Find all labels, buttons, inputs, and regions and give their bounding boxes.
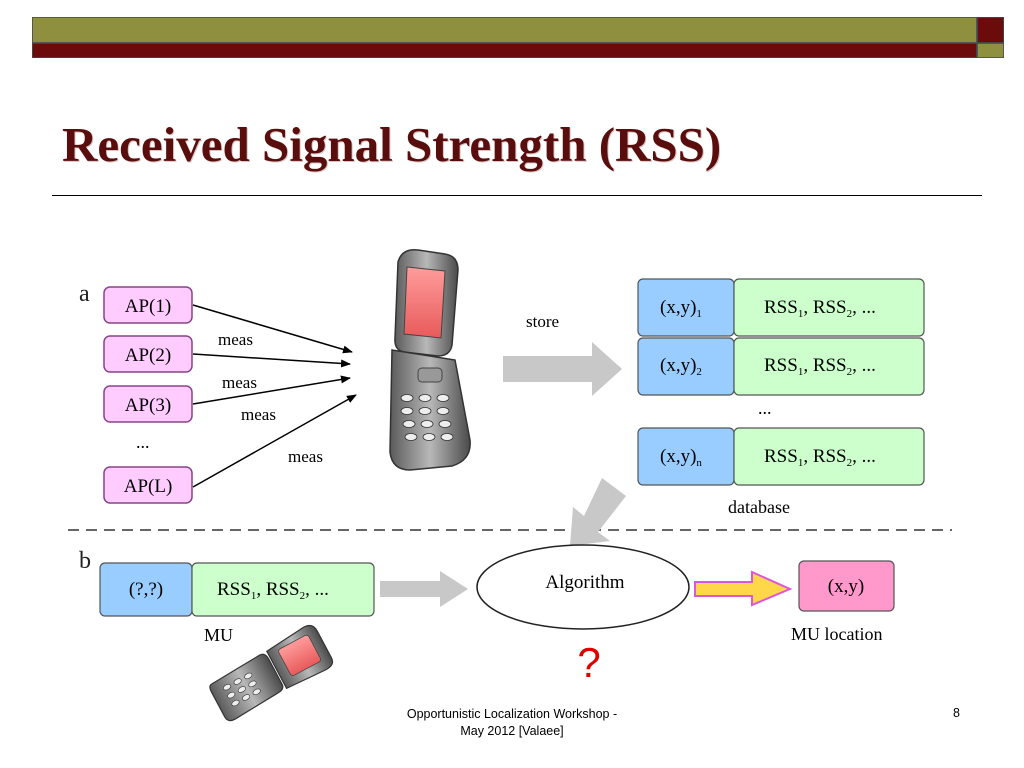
mu-rss: RSS1, RSS2, ... — [217, 579, 329, 602]
question-mark: ? — [577, 639, 600, 686]
database-row: (x,y)1 RSS1, RSS2, ... — [637, 278, 925, 337]
panel-b-label: b — [79, 548, 91, 574]
algorithm-output-arrow — [694, 570, 793, 607]
database-rss: RSS1, RSS2, ... — [764, 355, 876, 378]
page-number: 8 — [953, 706, 960, 720]
database-rss: RSS1, RSS2, ... — [764, 446, 876, 469]
meas-label: meas — [222, 373, 257, 392]
mobile-phone-icon — [209, 624, 334, 722]
mobile-phone-icon — [389, 249, 471, 471]
header-band-maroon — [32, 43, 977, 58]
access-point-box: AP(3) — [103, 385, 193, 423]
database-label: database — [728, 497, 790, 517]
database-ellipsis: ... — [758, 398, 772, 418]
database-row: (x,y)2 RSS1, RSS2, ... — [637, 337, 925, 396]
access-point-label: AP(3) — [125, 395, 171, 416]
slide-title: Received Signal Strength (RSS) — [62, 117, 722, 172]
store-label: store — [526, 312, 559, 331]
access-point-label: AP(L) — [124, 476, 173, 497]
footer-line: May 2012 [Valaee] — [460, 724, 564, 738]
panel-a-label: a — [79, 281, 90, 307]
access-point-label: AP(1) — [125, 296, 171, 317]
mu-location-label: MU location — [791, 624, 883, 644]
mu-to-algorithm-arrow — [380, 571, 468, 607]
database-to-algorithm-arrow — [570, 478, 626, 546]
slide-footer: Opportunistic Localization Workshop - Ma… — [380, 706, 644, 740]
result-location-value: (x,y) — [828, 576, 864, 597]
database-position: (x,y)n — [660, 446, 702, 469]
mu-measurement-row: (?,?) RSS1, RSS2, ... — [99, 562, 375, 617]
measurement-arrow — [192, 304, 353, 354]
algorithm-node: Algorithm — [476, 544, 690, 630]
access-point-label: AP(2) — [125, 345, 171, 366]
access-point-box: AP(1) — [103, 286, 193, 324]
result-location-box: (x,y) — [798, 560, 895, 612]
header-corner-square-olive — [977, 43, 1004, 58]
footer-line: Opportunistic Localization Workshop - — [406, 707, 618, 721]
meas-label: meas — [218, 330, 253, 349]
algorithm-label: Algorithm — [545, 572, 624, 593]
database-position: (x,y)1 — [660, 297, 702, 320]
mu-position: (?,?) — [129, 579, 163, 600]
header-band-olive — [32, 17, 977, 43]
measurement-arrow — [192, 375, 351, 405]
store-arrow — [503, 342, 622, 396]
title-divider — [52, 195, 982, 196]
database-position: (x,y)2 — [660, 355, 702, 378]
database-rss: RSS1, RSS2, ... — [764, 297, 876, 320]
measurement-arrow — [192, 353, 351, 368]
access-point-ellipsis: ... — [136, 432, 150, 452]
header-corner-square-maroon — [977, 17, 1004, 43]
measurement-arrow — [192, 394, 357, 488]
database-row: (x,y)n RSS1, RSS2, ... — [637, 427, 925, 486]
meas-label: meas — [241, 405, 276, 424]
access-point-box: AP(L) — [103, 466, 193, 504]
access-point-box: AP(2) — [103, 335, 193, 373]
mu-label: MU — [204, 625, 233, 645]
meas-label: meas — [288, 447, 323, 466]
